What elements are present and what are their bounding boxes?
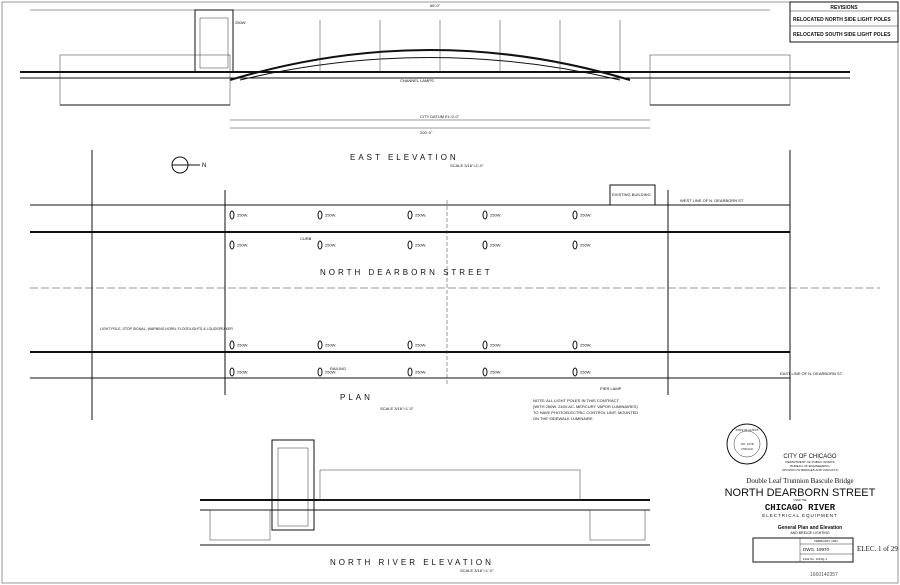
street-title: NORTH DEARBORN STREET	[725, 487, 876, 499]
lamp-rating: 250W.	[415, 213, 426, 218]
lamp-marker: 250W.	[229, 340, 248, 350]
lamp-rating: 250W.	[490, 370, 501, 375]
lamp-rating: 250W.	[580, 243, 591, 248]
lamp-rating: 250W.	[490, 243, 501, 248]
river-elevation-title: NORTH RIVER ELEVATION	[330, 558, 494, 567]
plan-street-name: NORTH DEARBORN STREET	[320, 268, 493, 277]
lamp-marker: 250W.	[482, 240, 501, 250]
lamp-rating: 250W.	[325, 243, 336, 248]
seal-text: NO. 1378	[741, 442, 754, 446]
lamp-marker: 250W.	[572, 240, 591, 250]
plan-scale: SCALE 3/16"=1'-0"	[380, 406, 414, 411]
sheet-number: ELEC. 1 of 29	[857, 545, 898, 553]
lamp-marker: 250W.	[572, 367, 591, 377]
seal-text: STATE OF ILLINOIS	[736, 429, 759, 432]
east-elevation: CHANNEL LAMPS CITY DATUM EL.0'-0" 66'-0"…	[20, 3, 850, 168]
lamp-rating: 250W.	[415, 343, 426, 348]
north-arrow: N	[171, 156, 206, 174]
lamp-rating: 250W.	[490, 213, 501, 218]
river-title: CHICAGO RIVER	[765, 503, 836, 513]
bridge-type: Double Leaf Trunnion Bascule Bridge	[746, 477, 853, 485]
engineer-seal	[726, 423, 768, 465]
sheet-subtitle: AND BRIDGE LIGHTING	[790, 531, 830, 535]
existing-building-label: EXISTING BUILDING	[612, 192, 651, 197]
span-dimension: 66'-0"	[430, 3, 441, 8]
revision-entry: RELOCATED SOUTH SIDE LIGHT POLES	[793, 32, 891, 38]
pier-lamp-label: PIER LAMP	[600, 386, 622, 391]
file-number: FILE No. 1114Q-1	[803, 557, 827, 561]
east-elevation-scale: SCALE 3/16"=1'-0"	[450, 163, 484, 168]
sheet-title: General Plan and Elevation	[778, 525, 842, 531]
lamp-marker: 250W.	[572, 210, 591, 220]
channel-lamps-label: CHANNEL LAMPS	[400, 78, 434, 83]
revision-entry: RELOCATED NORTH SIDE LIGHT POLES	[793, 17, 891, 23]
river-elevation-scale: SCALE 3/16"=1'-0"	[460, 568, 494, 573]
north-arrow-label: N	[202, 163, 206, 169]
division: DIVISION OF BRIDGES AND VIADUCTS	[782, 468, 838, 472]
lamp-rating: 250W.	[415, 243, 426, 248]
lamp-marker: 250W.	[482, 210, 501, 220]
note-line: NOTE: ALL LIGHT POLES IN THIS CONTRACT	[533, 398, 620, 403]
lamp-marker: 250W.	[407, 367, 426, 377]
existing-building	[609, 184, 656, 206]
subject: ELECTRICAL EQUIPMENT	[762, 513, 838, 518]
date: FEBRUARY 1962	[814, 539, 838, 543]
lamp-rating: 250W.	[490, 343, 501, 348]
east-line-label: EAST LINE OF N. DEARBORN ST.	[780, 371, 843, 376]
lamp-marker: 250W.	[229, 367, 248, 377]
plan-view: EXISTING BUILDING NORTH DEARBORN STREET …	[30, 150, 880, 421]
lamp-rating: 250W.	[237, 370, 248, 375]
title-block: STATE OF ILLINOIS NO. 1378 CHICAGO CITY …	[725, 423, 898, 578]
lamp-marker: 250W.	[229, 240, 248, 250]
lamp-rating: 250W.	[415, 370, 426, 375]
lamp-rating: 250W.	[325, 343, 336, 348]
document-number: 1660140357	[810, 572, 838, 578]
revisions-block: REVISIONS RELOCATED NORTH SIDE LIGHT POL…	[789, 1, 899, 43]
note-line: (WITH 250W. 240V.AC. MERCURY VAPOR LUMIN…	[533, 404, 638, 409]
operator-house	[194, 9, 234, 73]
revisions-title: REVISIONS	[830, 5, 858, 11]
lamp-rating: 250W.	[580, 343, 591, 348]
lamp-marker: 250W.	[407, 210, 426, 220]
lamp-marker: 250W.	[407, 240, 426, 250]
north-river-elevation: NORTH RIVER ELEVATION SCALE 3/16"=1'-0"	[200, 439, 650, 573]
lamp-marker: 250W.	[317, 367, 336, 377]
lamp-rating: 250W.	[237, 343, 248, 348]
railing-label: RAILING	[330, 366, 346, 371]
lamp-marker: 250W.	[317, 340, 336, 350]
note-line: TO HAVE PHOTOELECTRIC CONTROL UNIT, MOUN…	[533, 410, 638, 415]
seal-text: CHICAGO	[741, 448, 753, 451]
west-line-label: WEST LINE OF N. DEARBORN ST.	[680, 198, 744, 203]
span-total-dimension: 200'-0"	[420, 130, 433, 135]
lamp-rating: 250W.	[325, 213, 336, 218]
curb-label: CURB	[300, 236, 312, 241]
lamp-rating: 250W.	[237, 243, 248, 248]
over-label: OVER THE	[794, 499, 807, 502]
lamp-marker: 250W.	[229, 210, 248, 220]
lamp-marker: 250W.	[572, 340, 591, 350]
arch	[229, 49, 631, 81]
lamp-rating: 250W.	[580, 370, 591, 375]
lamp-rating: 250W.	[325, 370, 336, 375]
note-line: ON THE SIDEWALK LUMINAIRE.	[533, 416, 594, 421]
lamp-rating: 250W.	[237, 213, 248, 218]
drawing-number: DWG. 19970	[803, 547, 830, 552]
lamp-marker: 250W.	[482, 367, 501, 377]
department: DEPARTMENT OF PUBLIC WORKS	[785, 460, 834, 464]
bureau: BUREAU OF ENGINEERING	[790, 464, 830, 468]
city-name: CITY OF CHICAGO	[783, 454, 837, 460]
lamp-marker: 250W.	[317, 210, 336, 220]
general-note: NOTE: ALL LIGHT POLES IN THIS CONTRACT (…	[533, 398, 638, 421]
city-datum-label: CITY DATUM EL.0'-0"	[420, 114, 460, 119]
lamp-rating: 250W.	[235, 20, 246, 25]
lamp-marker: 250W.	[482, 340, 501, 350]
east-elevation-title: EAST ELEVATION	[350, 153, 459, 162]
operator-tower	[271, 439, 315, 531]
lamp-marker: 250W.	[317, 240, 336, 250]
lamp-rating: 250W.	[580, 213, 591, 218]
plan-title: PLAN	[340, 393, 373, 402]
light-pole-note: LIGHT POLE, STOP SIGNAL, WARNING HORN, F…	[100, 327, 233, 331]
lamp-marker: 250W.	[407, 340, 426, 350]
